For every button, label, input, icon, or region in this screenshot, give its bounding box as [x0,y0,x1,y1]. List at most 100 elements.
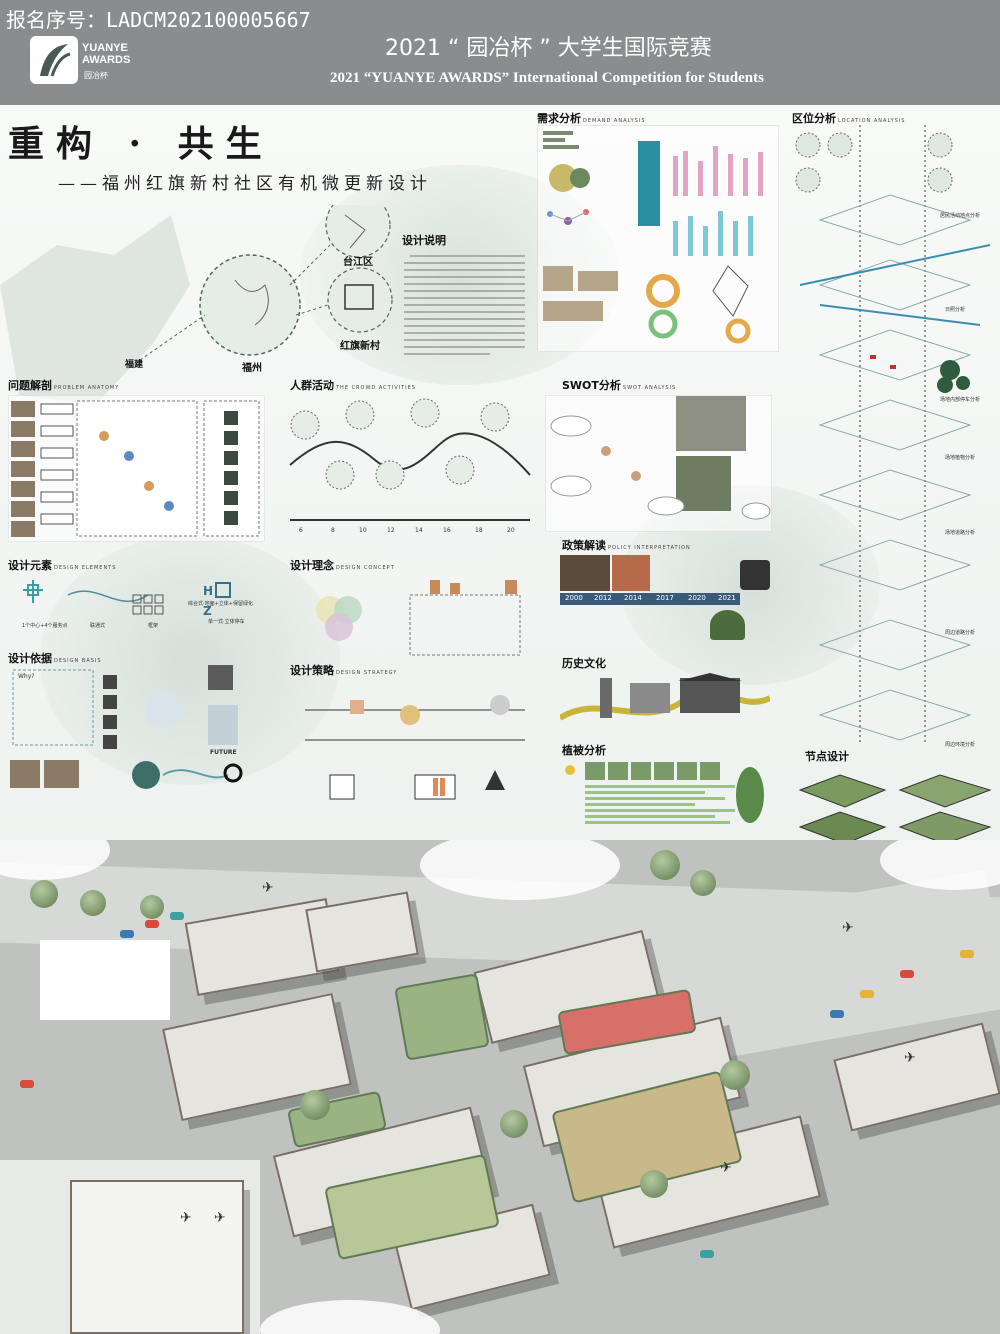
aerial-site-plan: ✈ ✈ ✈ ✈ ✈ ✈ [0,840,1000,1334]
policy-year: 2000 [565,594,583,602]
node-design-title: 节点设计 [805,750,849,763]
swot-panel [545,395,772,532]
planting-graphics [565,762,764,824]
strategy-en: DESIGN STRATEGY [336,670,398,676]
logo-text: YUANYE AWARDS [82,42,130,66]
policy-photo [560,555,610,591]
location-label: 日照分析 [945,307,966,313]
car [20,1080,34,1088]
demand-cn: 需求分析 [537,112,581,125]
svg-text:H: H [203,584,213,598]
history-strip [558,673,772,723]
text-lines [404,255,525,355]
history-graphics [558,673,772,721]
map-lines [139,205,393,361]
strategy-graphics [305,695,525,800]
hour-label: 12 [387,527,395,534]
policy-cn: 政策解读 [562,539,606,552]
tree [140,895,164,919]
tree [300,1090,330,1120]
planting-title: 植被分析 [562,744,606,757]
project-subtitle: ——福州红旗新村社区有机微更新设计 [58,174,432,194]
location-label: 周边道路分析 [945,630,976,636]
crowd-activities-diagram: 6 8 10 12 14 16 18 20 [285,395,535,545]
year-strip [560,593,740,605]
residential-building [833,1022,1000,1132]
car [960,950,974,958]
policy-en: POLICY INTERPRETATION [608,545,691,551]
problem-sketches [11,400,260,537]
tree [640,1170,668,1198]
problem-anatomy-panel [8,395,265,542]
car [145,920,159,928]
design-concept-diagram [290,575,535,665]
element-label: 联通式 [90,623,106,629]
logo-sub: 园冶杯 [84,71,108,80]
swallow-icon: ✈ [214,1210,226,1226]
car [170,912,184,920]
crowd-cn: 人群活动 [290,379,334,392]
competition-title-en: 2021 “YUANYE AWARDS” International Compe… [330,70,764,86]
header-banner: 报名序号：LADCM202100005667 YUANYE AWARDS 园冶杯… [0,0,1000,105]
hour-label: 18 [475,527,483,534]
concept-en: DESIGN CONCEPT [336,565,395,571]
location-label: 场地植物分析 [945,455,976,461]
logo-line2: AWARDS [82,54,131,66]
hour-label: 14 [415,527,423,534]
swallow-icon: ✈ [262,880,274,896]
residential-building [70,1180,244,1334]
location-label: 居民活动地点分析 [940,213,981,219]
basis-en: DESIGN BASIS [54,658,102,664]
location-en: LOCATION ANALYSIS [838,118,906,124]
swallow-icon: ✈ [720,1160,732,1176]
svg-text:Z: Z [203,604,212,618]
swot-graphics [550,396,771,520]
element-label: 1个中心+4个服务点 [22,623,68,629]
basis-label: FUTURE [210,749,237,756]
yuanye-logo: YUANYE AWARDS 园冶杯 [30,36,145,86]
crowd-en: THE CROWD ACTIVITIES [336,385,416,391]
elements-graphics: H Z [23,580,231,618]
swot-cn: SWOT分析 [562,379,621,392]
planting-chart [560,760,770,835]
demand-en: DEMAND ANALYSIS [583,118,646,124]
car [900,970,914,978]
concept-graphics [316,580,521,656]
exploded-axonometric [795,125,991,745]
logo-mark-icon [30,36,78,84]
element-label: 综合式·地面+立体+保留绿化 [188,601,253,607]
design-description-title: 设计说明 [402,234,446,247]
design-description-text [400,250,530,360]
map-label-taijiang: 台江区 [343,257,373,268]
swallow-icon: ✈ [180,1210,192,1226]
policy-year: 2021 [718,594,736,602]
tree [650,850,680,880]
location-label: 场地道路分析 [945,530,976,536]
tree [80,890,106,916]
logo-line1: YUANYE [82,42,128,54]
bonsai-image [710,610,745,640]
competition-title-cn: 2021 “ 园冶杯 ” 大学生国际竞赛 [385,36,712,61]
location-label: 周边环境分析 [945,742,976,748]
tree [690,870,716,896]
swallow-icon: ✈ [842,920,854,936]
problem-cn: 问题解剖 [8,379,52,392]
problem-en: PROBLEM ANATOMY [54,385,120,391]
policy-year: 2014 [624,594,642,602]
hour-label: 10 [359,527,367,534]
demand-analysis-panel [537,125,779,352]
policy-photo [612,555,650,591]
basis-cn: 设计依据 [8,652,52,665]
hour-label: 6 [299,527,303,534]
node-graphics [798,774,992,845]
tree [720,1060,750,1090]
demand-charts [543,131,763,344]
